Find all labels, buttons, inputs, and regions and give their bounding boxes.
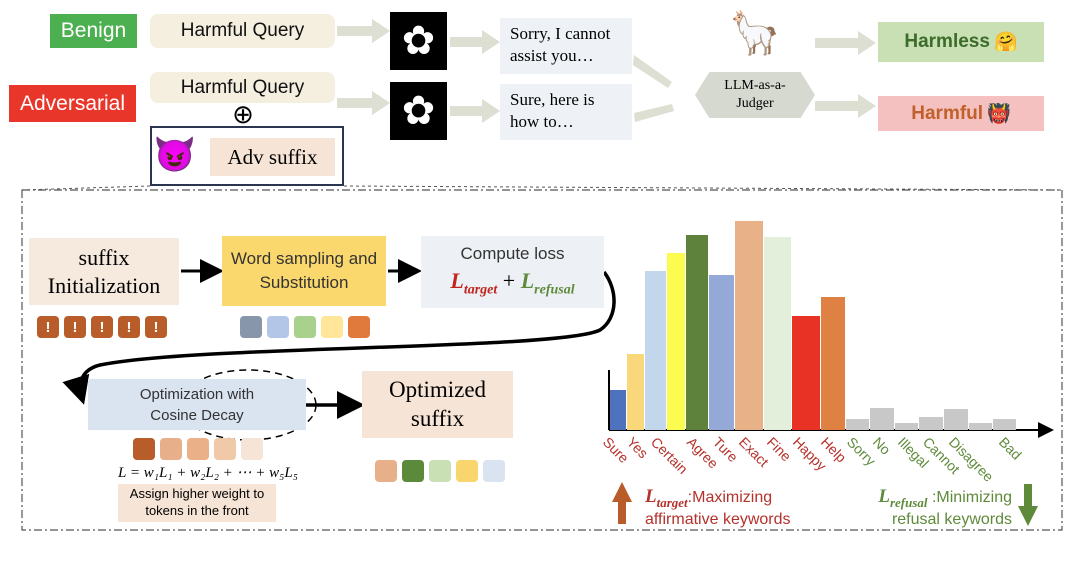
bar-happy [792, 316, 820, 430]
bar-certain [645, 271, 666, 430]
init-token: ! [91, 316, 113, 338]
assign-weight-note: Assign higher weight to tokens in the fr… [118, 484, 276, 522]
optimization-cosine-decay: Optimization with Cosine Decay [88, 379, 306, 430]
harmful-query-adversarial: Harmful Query [150, 72, 335, 103]
down-arrow-icon [1018, 484, 1038, 526]
sampled-token [240, 316, 262, 338]
bar-illegal [895, 423, 918, 430]
bar-disagree [944, 409, 968, 430]
harmful-text: Harmful [911, 102, 984, 124]
tick-label: Bad [996, 434, 1025, 463]
sampled-token [348, 316, 370, 338]
bar-bad [993, 419, 1016, 430]
init-token: ! [118, 316, 140, 338]
optimized-token [375, 460, 397, 482]
bar-exact [735, 221, 763, 430]
bar-yes [627, 354, 644, 430]
bar-cannot [919, 417, 943, 430]
devil-icon: 😈 [153, 136, 197, 174]
harmless-text: Harmless [904, 31, 990, 52]
tick-label: Certain [648, 434, 691, 477]
grey-arrows [337, 19, 876, 123]
sampled-token [321, 316, 343, 338]
response-harmful: Sure, here is how to… [500, 84, 632, 140]
dash-box [21, 189, 1063, 531]
compute-loss-label: Compute loss [460, 244, 565, 263]
weight-token [214, 438, 236, 460]
sampled-token [267, 316, 289, 338]
weighted-loss-formula: L = w₁L₁ + w₂L₂ + ⋯ + w₅L₅ [118, 464, 298, 481]
adv-suffix-group [150, 126, 344, 186]
plus-sign: + [502, 268, 516, 293]
hugging-face-icon: 🤗 [993, 32, 1018, 53]
openai-logo-icon: ✿ [390, 12, 447, 70]
init-token: ! [64, 316, 86, 338]
ogre-icon: 👹 [987, 103, 1011, 125]
adversarial-label: Adversarial [9, 85, 136, 122]
optimized-token [402, 460, 424, 482]
suffix-initialization: suffix Initialization [29, 238, 179, 305]
init-token: ! [145, 316, 167, 338]
optimized-suffix: Optimized suffix [362, 371, 513, 438]
weight-token [187, 438, 209, 460]
optimized-token [429, 460, 451, 482]
adv-suffix: Adv suffix [210, 138, 335, 176]
tick-label: Sure [600, 434, 632, 466]
weight-token [160, 438, 182, 460]
sampled-token [294, 316, 316, 338]
tick-label: Sorry [844, 434, 879, 469]
llm-judge: LLM-as-a-Judger [695, 72, 815, 118]
compute-loss: Compute loss Ltarget + Lrefusal [421, 236, 604, 308]
bar-sorry [846, 419, 869, 430]
bar-sure [610, 390, 626, 430]
harmful-query-benign: Harmful Query [150, 14, 335, 48]
bar-fine [764, 237, 791, 430]
llama-icon: 🦙 [728, 8, 782, 56]
harmful-result: Harmful👹 [878, 96, 1044, 131]
weight-token [241, 438, 263, 460]
up-arrow-icon [612, 482, 632, 524]
loss-target: Ltarget [450, 268, 498, 298]
weight-token [133, 438, 155, 460]
harmless-result: Harmless🤗 [878, 22, 1044, 62]
optimized-token [483, 460, 505, 482]
word-sampling: Word sampling and Substitution [222, 236, 386, 306]
response-refusal: Sorry, I cannot assist you… [500, 18, 632, 74]
bar-help [821, 297, 845, 430]
init-token: ! [37, 316, 59, 338]
plus-icon: ⊕ [232, 98, 254, 129]
bar-unlabeled [969, 423, 992, 430]
bar-no [870, 408, 894, 430]
benign-label: Benign [50, 14, 137, 48]
bar-unlabeled [667, 253, 685, 430]
bar-agree [686, 235, 708, 430]
optimized-token [456, 460, 478, 482]
bar-ture [709, 275, 734, 430]
openai-logo-icon: ✿ [390, 82, 447, 140]
tick-label: Exact [736, 434, 772, 470]
loss-refusal: Lrefusal [520, 268, 575, 298]
